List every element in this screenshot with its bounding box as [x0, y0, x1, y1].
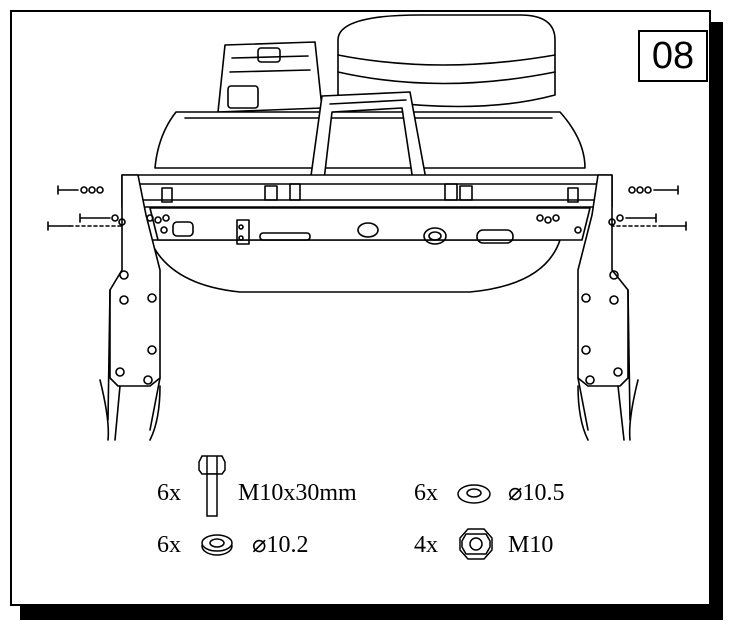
- right-side-bracket: [577, 174, 639, 441]
- right-exploded-bolts: [608, 185, 687, 231]
- flat-washer-icon: [457, 484, 491, 504]
- hood-lower: [149, 239, 561, 293]
- crossbar: [121, 174, 613, 245]
- left-exploded-bolts: [47, 185, 126, 231]
- hex-nut-icon: [459, 528, 493, 560]
- step-number-badge: 08: [638, 30, 708, 82]
- part-qty-hex-nut: 4x: [414, 532, 438, 558]
- part-qty-bolt: 6x: [157, 480, 181, 506]
- inner-fasteners: [146, 214, 582, 234]
- part-qty-flat-washer: 6x: [414, 480, 438, 506]
- part-spec-spring-washer: ⌀10.2: [252, 532, 309, 558]
- machine-body: [154, 14, 586, 169]
- part-qty-spring-washer: 6x: [157, 532, 181, 558]
- part-spec-bolt: M10x30mm: [238, 480, 357, 506]
- spring-washer-icon: [201, 534, 233, 556]
- part-spec-hex-nut: M10: [508, 532, 554, 558]
- left-side-bracket: [99, 174, 161, 441]
- part-spec-flat-washer: ⌀10.5: [508, 480, 565, 506]
- bolt-icon: [198, 455, 226, 517]
